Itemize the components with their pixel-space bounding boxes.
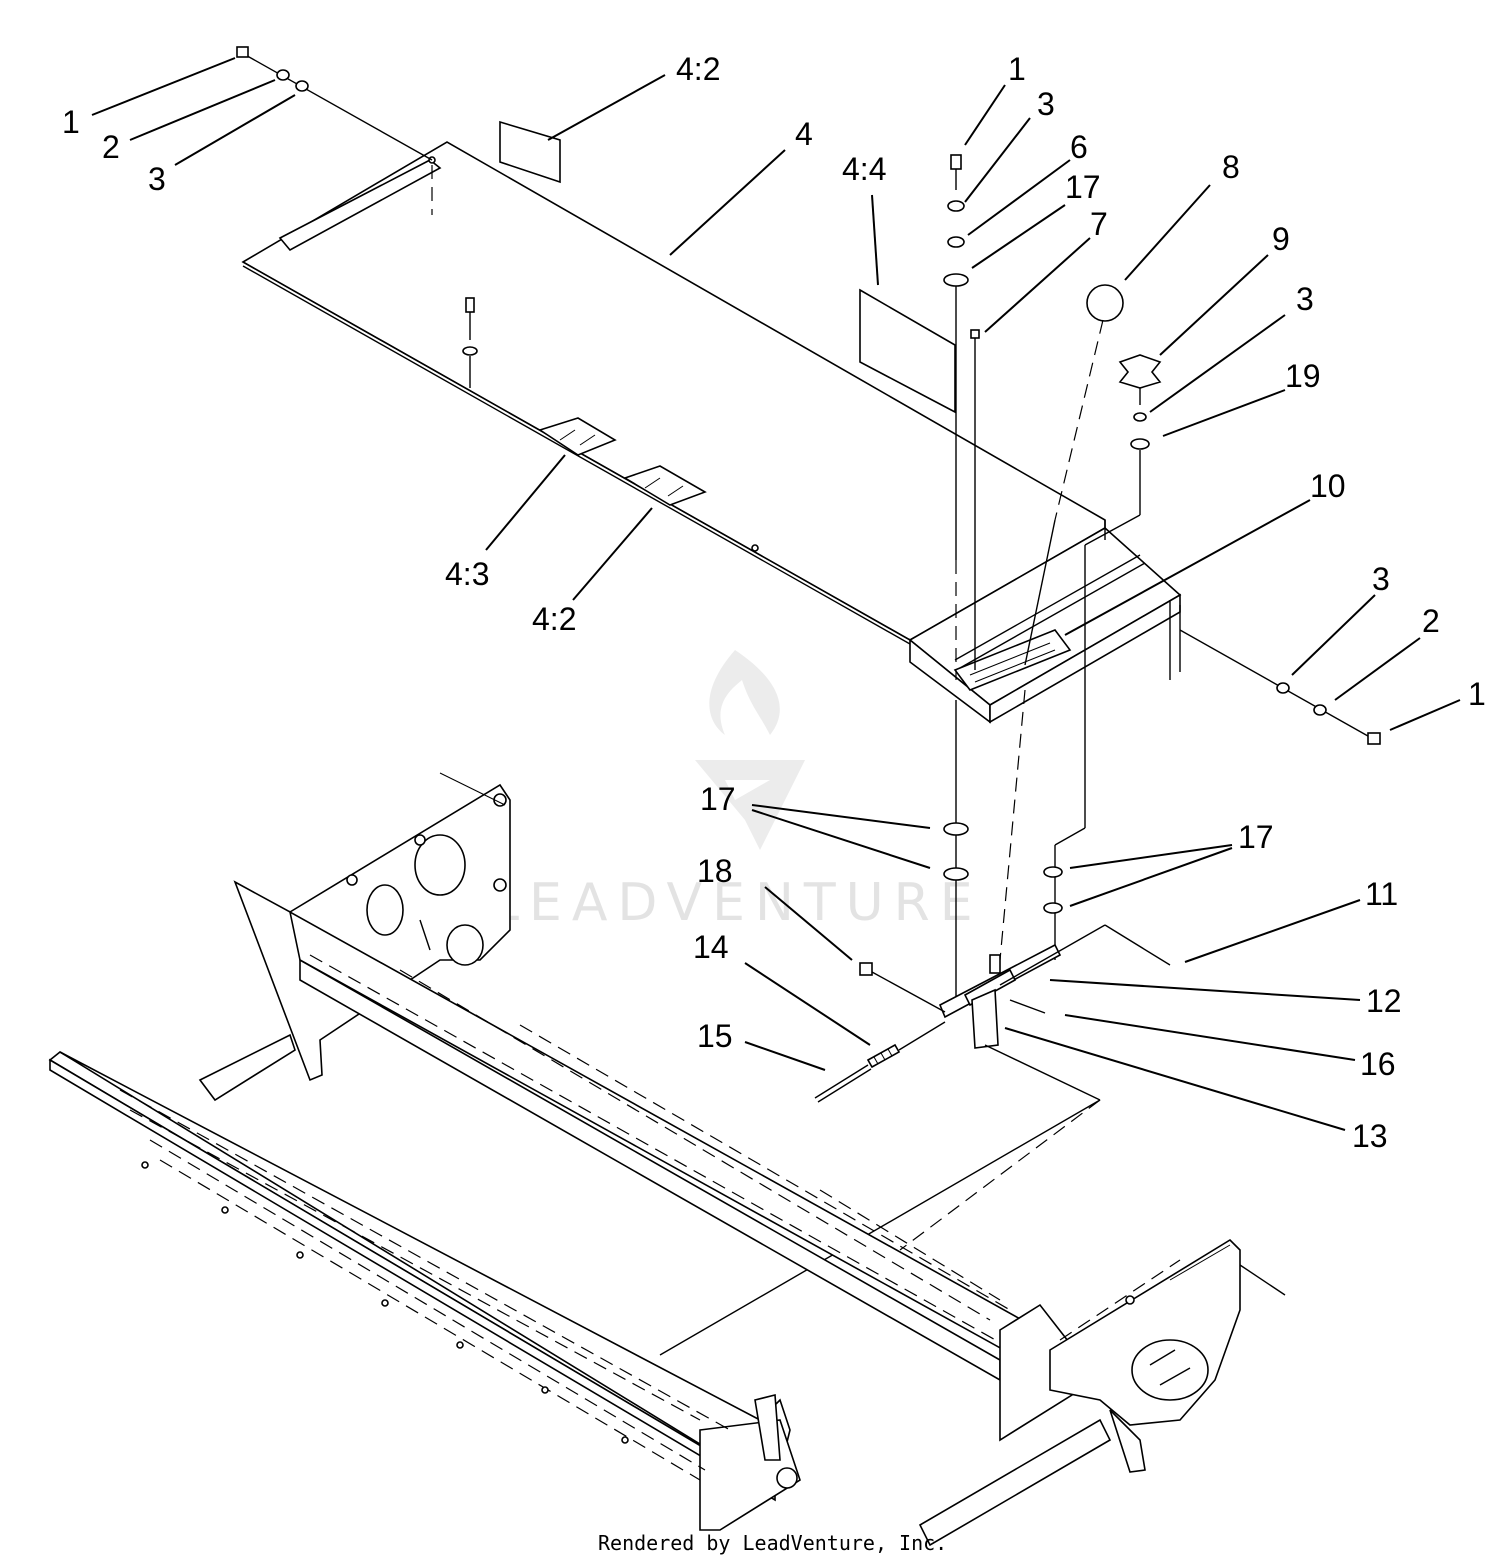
top-panel — [241, 120, 1182, 724]
callout-1-top: 1 — [1008, 51, 1026, 87]
callout-15: 15 — [697, 1018, 733, 1054]
leader-lines — [91, 57, 1461, 1131]
callout-2: 2 — [102, 129, 120, 165]
callout-7: 7 — [1090, 206, 1108, 242]
callout-10: 10 — [1310, 468, 1346, 504]
callout-4-2-bottom: 4:2 — [532, 601, 576, 637]
callout-16: 16 — [1360, 1046, 1396, 1082]
callout-3-right-top: 3 — [1296, 281, 1314, 317]
front-beam — [48, 1051, 801, 1531]
watermark-text: LEADVENTURE — [490, 873, 983, 933]
left-side-plate — [198, 772, 1041, 1382]
watermark: LEADVENTURE — [490, 650, 983, 933]
fastener-stack-right — [1179, 629, 1381, 745]
callout-4: 4 — [795, 116, 813, 152]
callout-19: 19 — [1285, 358, 1321, 394]
callouts: 1 2 3 4:2 4 4:4 1 3 6 17 7 8 9 3 19 10 4… — [62, 51, 1486, 1154]
callout-4-3: 4:3 — [445, 556, 489, 592]
alignment-lines — [309, 954, 1101, 1366]
callout-1: 1 — [62, 104, 80, 140]
callout-8: 8 — [1222, 149, 1240, 185]
fastener-stack-vertical — [943, 154, 980, 1000]
callout-4-4: 4:4 — [842, 151, 886, 187]
callout-17-right: 17 — [1238, 819, 1274, 855]
callout-2-right: 2 — [1422, 603, 1440, 639]
callout-4-2-top: 4:2 — [676, 51, 720, 87]
shift-bracket-assembly — [659, 845, 1171, 1356]
callout-17-top: 17 — [1065, 169, 1101, 205]
callout-17-left: 17 — [700, 781, 736, 817]
callout-1-right: 1 — [1468, 676, 1486, 712]
footer-credit: Rendered by LeadVenture, Inc. — [598, 1531, 947, 1555]
callout-11: 11 — [1365, 876, 1398, 912]
callout-18: 18 — [697, 853, 733, 889]
right-side-plate — [918, 1238, 1286, 1547]
callout-3-top: 3 — [1037, 86, 1055, 122]
callout-9: 9 — [1272, 221, 1290, 257]
callout-3-right: 3 — [1372, 561, 1390, 597]
wing-knob — [1054, 354, 1162, 846]
callout-6: 6 — [1070, 129, 1088, 165]
callout-13: 13 — [1352, 1118, 1388, 1154]
callout-3: 3 — [148, 161, 166, 197]
fastener-stack-left — [236, 46, 433, 161]
shift-knob — [999, 284, 1124, 961]
callout-12: 12 — [1366, 983, 1402, 1019]
callout-14: 14 — [693, 929, 729, 965]
